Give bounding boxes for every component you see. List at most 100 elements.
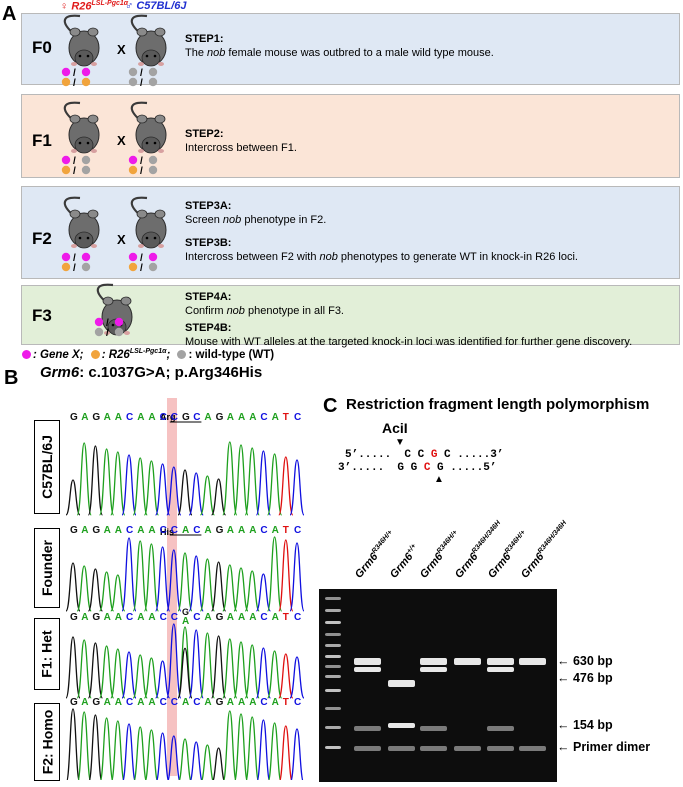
allele-dot (148, 252, 158, 262)
allele-separator: / (140, 166, 143, 177)
trace-peak (290, 728, 304, 780)
base-call: C (126, 525, 133, 536)
base-call: A (115, 412, 122, 423)
wt-dot (177, 349, 187, 359)
base-call: A (137, 525, 144, 536)
step-heading: STEP3B: (185, 237, 232, 249)
allele-separator: / (106, 328, 109, 339)
trace-peak (244, 570, 260, 612)
base-call: C (160, 612, 167, 623)
panel-a-label: A (2, 3, 17, 25)
step-description: Mouse with WT alleles at the targeted kn… (185, 336, 633, 348)
gel-band (487, 658, 514, 665)
trace-peak (188, 555, 204, 612)
generation-label: F3 (32, 306, 52, 325)
base-call: A (148, 612, 155, 623)
trace-peak (76, 442, 92, 516)
allele-dot (61, 165, 71, 175)
base-call: A (227, 412, 234, 423)
allele-dot (81, 67, 91, 77)
base-call: A (137, 697, 144, 708)
base-call: A (81, 612, 88, 623)
allele-dot (128, 67, 138, 77)
trace-peak (110, 451, 126, 516)
track-label-c57: C57BL/6J (34, 420, 60, 514)
trace-peak (255, 647, 272, 699)
trace-peak (233, 567, 249, 612)
allele-separator: / (73, 78, 76, 89)
band-label-476: ← 476 bp (557, 671, 613, 685)
base-call: C (126, 612, 133, 623)
base-call: A (272, 697, 279, 708)
base-call: C (171, 697, 178, 708)
enzyme-label: AciI (382, 420, 408, 436)
base-call: C (193, 612, 200, 623)
gel-band (325, 689, 341, 692)
allele-separator: / (73, 263, 76, 274)
gel-band (487, 726, 514, 731)
trace-peak (279, 725, 293, 780)
base-call: A (182, 697, 189, 708)
cut-arrow-bottom: ▲ (434, 474, 444, 485)
base-call: A (115, 525, 122, 536)
allele-separator: / (106, 318, 109, 329)
trace-peak (199, 558, 216, 612)
trace-peak (233, 641, 249, 699)
trace-peak (132, 540, 148, 612)
generation-row-f0: F0 X STEP1: The nob female mouse was out… (21, 13, 680, 85)
trace-peak (244, 644, 260, 699)
trace-peak (122, 723, 136, 780)
allele-dot (81, 77, 91, 87)
allele-separator: / (140, 253, 143, 264)
base-call: A (182, 616, 189, 627)
trace-peak (76, 565, 92, 612)
allele-separator: / (140, 68, 143, 79)
band-label-154: ← 154 bp (557, 718, 613, 732)
trace-peak (133, 726, 147, 780)
base-call: A (137, 612, 144, 623)
trace-peak (166, 466, 182, 516)
base-call: C (294, 612, 301, 623)
base-call: A (272, 525, 279, 536)
base-call: A (238, 525, 245, 536)
base-call: A (272, 412, 279, 423)
trace-peak (289, 656, 305, 699)
trace-peak (188, 472, 204, 516)
trace-peak (278, 653, 294, 699)
base-call: A (249, 525, 256, 536)
base-call: C (126, 412, 133, 423)
legend-gene-x: : Gene X; (33, 348, 84, 361)
trace-peak (210, 561, 227, 612)
generation-label: F2 (32, 229, 52, 248)
trace-peak (178, 738, 192, 780)
allele-dot (61, 67, 71, 77)
gel-band (420, 746, 447, 751)
trace-peak (98, 571, 115, 612)
trace-peak (255, 450, 272, 516)
base-call: C (126, 697, 133, 708)
base-call: G (216, 412, 224, 423)
trace-peak (110, 648, 126, 699)
gel-band (325, 609, 341, 612)
base-call: A (238, 412, 245, 423)
allele-separator: / (73, 253, 76, 264)
trace-peak (257, 719, 270, 780)
base-call: G (92, 412, 100, 423)
base-call: A (238, 697, 245, 708)
gel-band (354, 726, 381, 731)
gel-band (519, 746, 546, 751)
cross-mark: X (117, 232, 126, 247)
step-heading: STEP4A: (185, 291, 232, 303)
gel-image (319, 589, 557, 782)
base-call: A (137, 412, 144, 423)
base-call: A (148, 412, 155, 423)
gel-band (354, 746, 381, 751)
trace-peak (154, 660, 171, 699)
trace-peak (201, 744, 214, 780)
trace-peak (98, 448, 115, 516)
base-call: C (160, 525, 167, 536)
base-call: C (294, 412, 301, 423)
trace-peak (132, 457, 148, 516)
base-call: A (249, 697, 256, 708)
trace-peak (121, 651, 137, 699)
